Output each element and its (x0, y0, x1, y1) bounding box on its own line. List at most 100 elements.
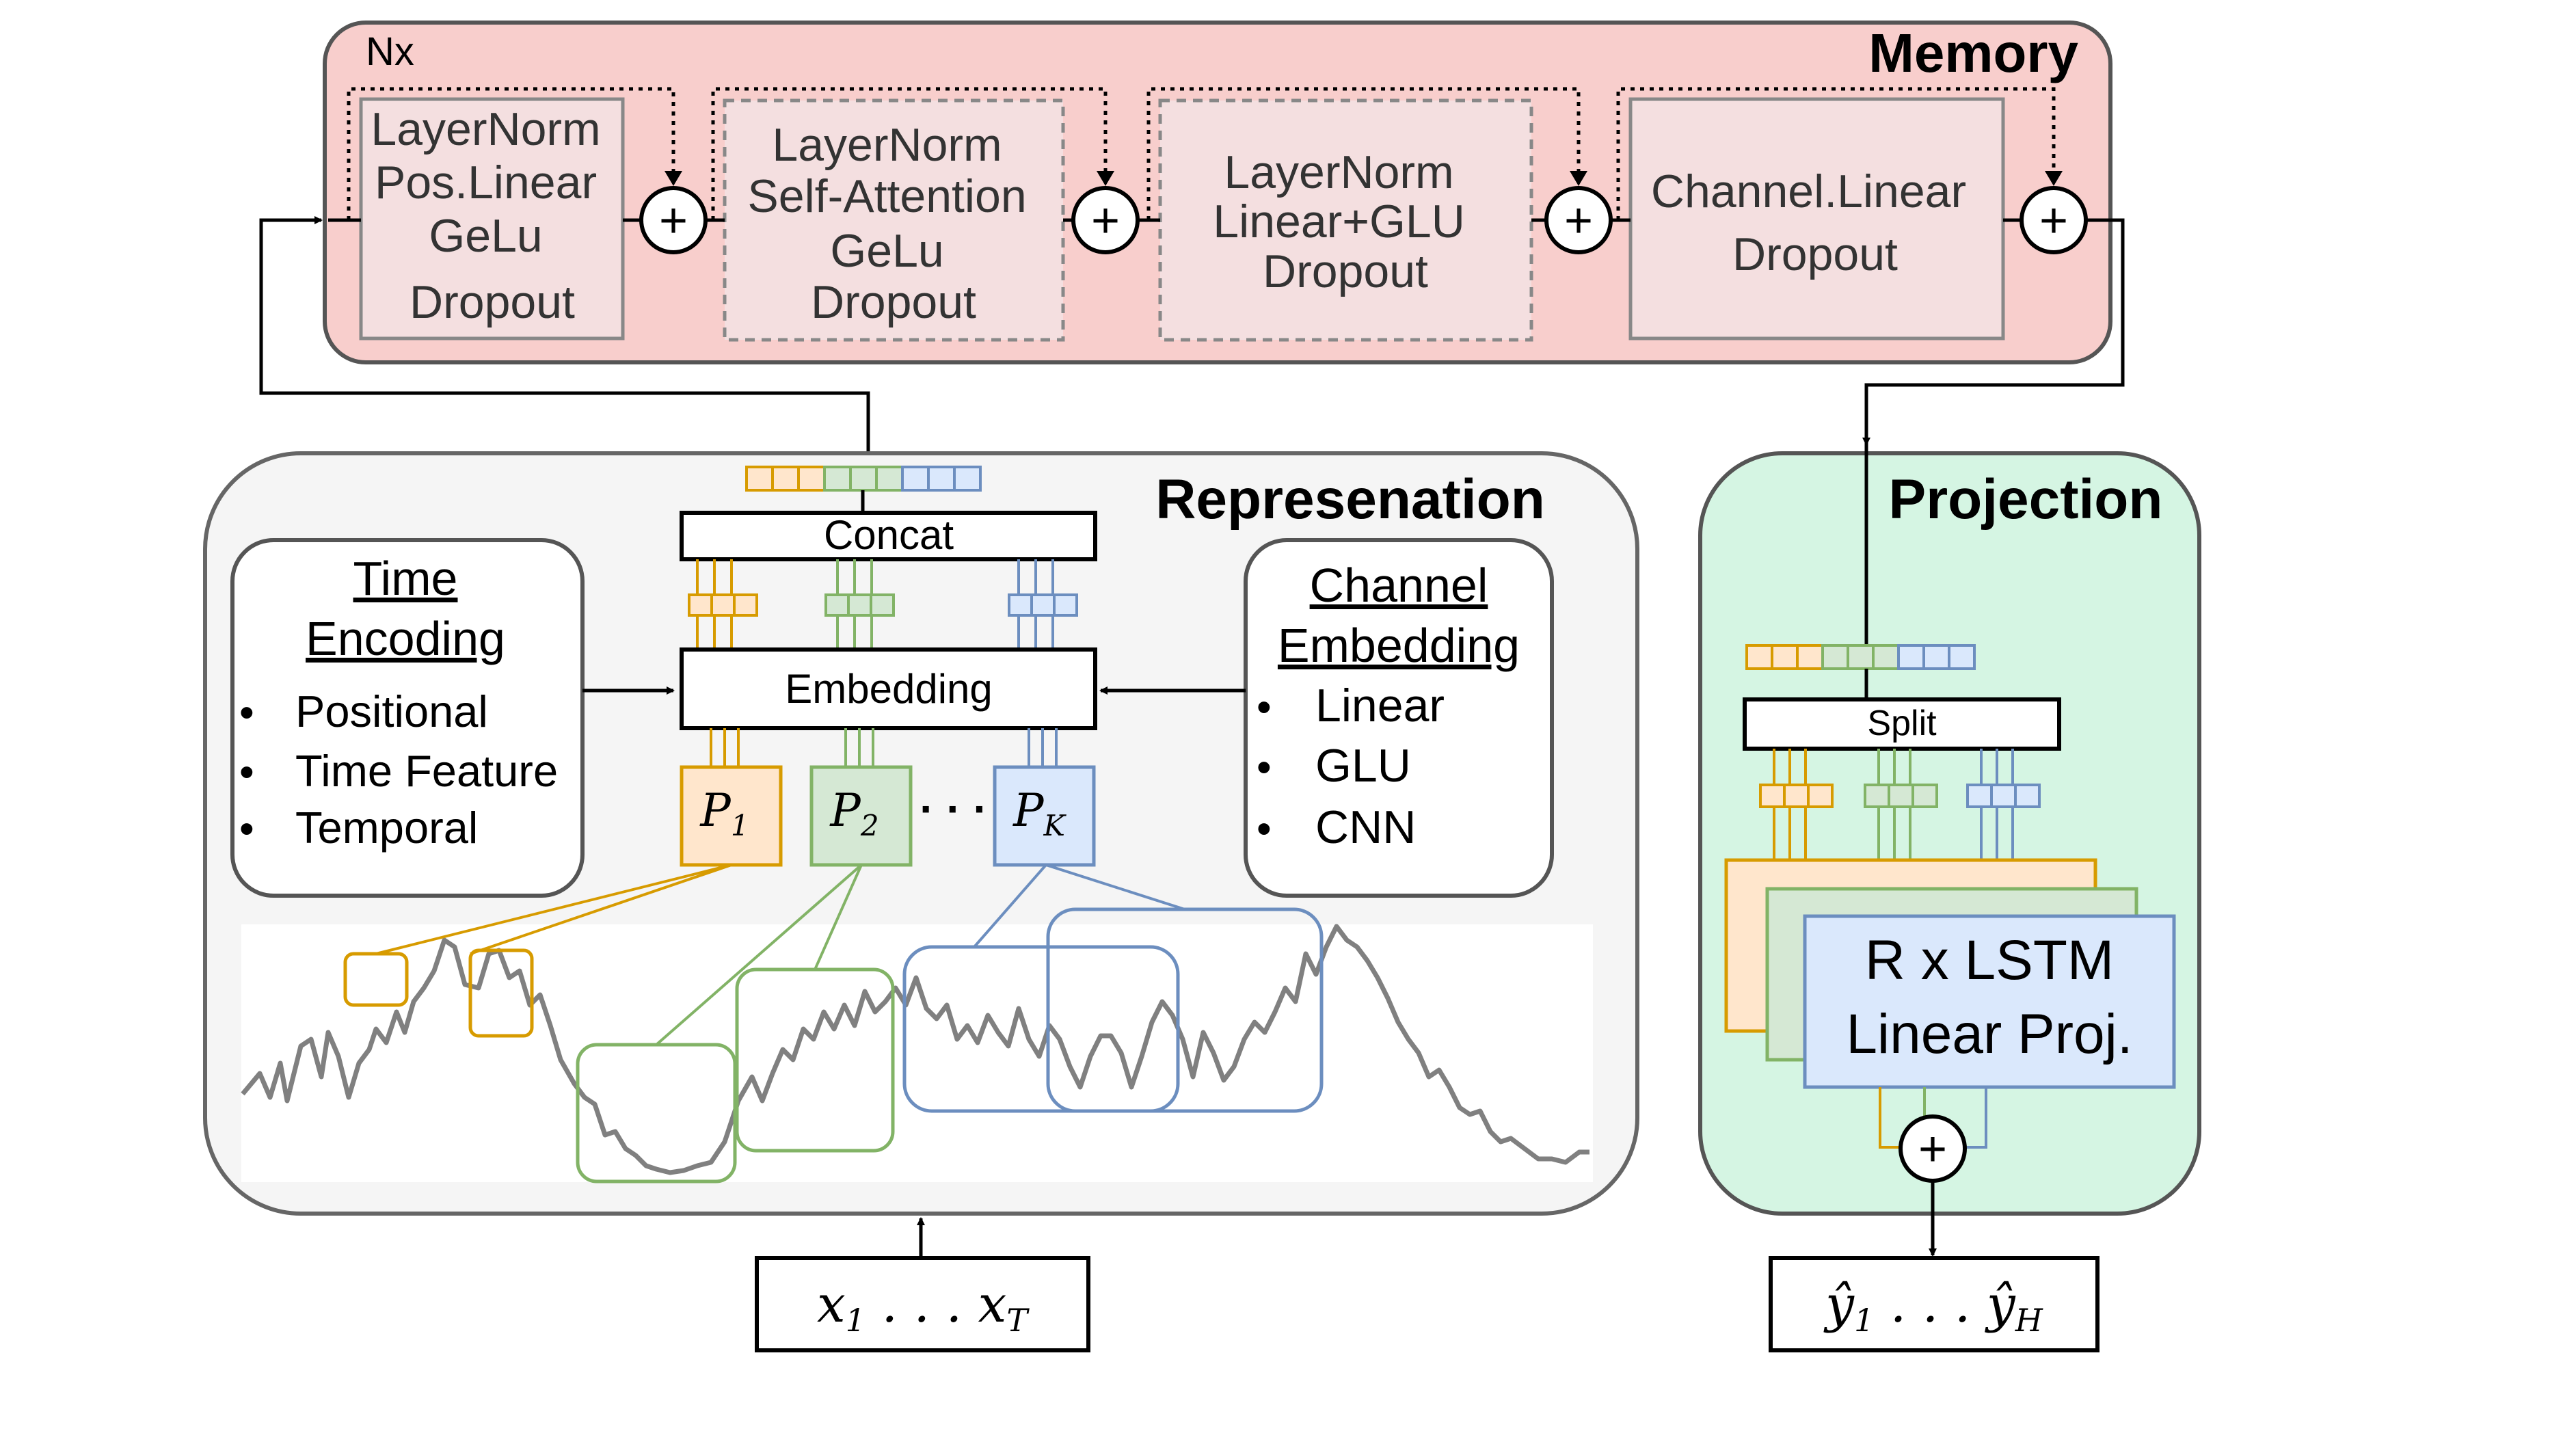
concat-token-strip (745, 466, 982, 492)
output-y: ŷ (1985, 1275, 2016, 1334)
patch-box-2: P2 (809, 765, 913, 867)
memory-block-2-line-4: Dropout (811, 276, 976, 328)
memory-block-3-line-1: LayerNorm (1224, 146, 1453, 198)
input-x: x (817, 1275, 846, 1334)
time-encoding-title-1: Time (353, 552, 458, 605)
projection-add-symbol: + (1918, 1122, 1947, 1177)
memory-block-4-line-2: Dropout (1732, 228, 1898, 280)
bullet: • (1257, 744, 1272, 791)
patch-box-k: PK (993, 765, 1096, 867)
input-dots: . . . (866, 1275, 978, 1334)
time-encoding-item-2: Time Feature (295, 746, 558, 796)
memory-add-symbol-3: + (1564, 193, 1593, 248)
projection-add-node: + (1899, 1114, 1967, 1183)
memory-module: Memory Nx LayerNorm Pos.Linear GeLu Drop… (323, 21, 2112, 364)
patch-label-1: P (699, 784, 732, 837)
lstm-label-line-2: Linear Proj. (1846, 1003, 2132, 1065)
memory-add-node-1: + (639, 186, 708, 254)
output-sub-1: 1 (1854, 1302, 1874, 1339)
channel-embedding-title-2: Embedding (1278, 619, 1520, 672)
time-series-line (241, 924, 1589, 1175)
bullet: • (239, 805, 254, 853)
input-x: x (978, 1275, 1007, 1334)
bullet: • (239, 689, 254, 736)
memory-block-4-line-1: Channel.Linear (1651, 165, 1966, 217)
memory-block-4: Channel.Linear Dropout (1628, 97, 2005, 340)
bullet: • (1257, 684, 1272, 731)
memory-block-3-line-3: Dropout (1263, 245, 1428, 297)
output-sub-h: H (2015, 1302, 2043, 1339)
memory-block-3: LayerNorm Linear+GLU Dropout (1158, 98, 1533, 342)
channel-embedding-item-1: Linear (1315, 680, 1445, 732)
orange-patch-window-2 (468, 948, 534, 1038)
lstm-card-blue: R x LSTM Linear Proj. (1803, 914, 2176, 1089)
per-patch-token-groups (688, 593, 1078, 617)
memory-block-1-line-4: Dropout (410, 276, 575, 328)
memory-add-node-3: + (1544, 186, 1613, 254)
svg-text:x1 . . . xT: x1 . . . xT (817, 1275, 1030, 1339)
patch-ellipsis: · · · (920, 784, 988, 833)
input-sub-1: 1 (846, 1302, 866, 1339)
lstm-label-line-1: R x LSTM (1865, 929, 2114, 991)
svg-text:LayerNorm Pos.Linear: LayerNorm Pos.Linear GeLu Dropout (371, 103, 613, 328)
split-box: Split (1743, 697, 2061, 751)
time-encoding-title-2: Encoding (306, 612, 505, 665)
svg-text:Channel.Linear Dropout: Channel.Linear Dropout (1651, 165, 1979, 280)
svg-text:PK: PK (1012, 784, 1066, 842)
time-encoding-item-1: Positional (295, 686, 488, 736)
channel-embedding-box: Channel Embedding • Linear • GLU • CNN (1244, 538, 1554, 898)
memory-add-symbol-2: + (1091, 193, 1120, 248)
bullet: • (239, 749, 254, 796)
projection-module: Projection Split (1698, 444, 2201, 1216)
memory-add-symbol-1: + (659, 193, 688, 248)
embedding-box: Embedding (680, 647, 1097, 730)
input-box: x1 . . . xT (755, 1256, 1090, 1352)
output-y: ŷ (1823, 1275, 1855, 1334)
patch-sub-1: 1 (731, 809, 749, 842)
patch-box-1: P1 (680, 765, 783, 867)
memory-add-node-2: + (1071, 186, 1140, 254)
split-label: Split (1867, 704, 1937, 743)
representation-module: Represenation Time Encoding • (203, 451, 1639, 1216)
time-encoding-item-3: Temporal (295, 803, 478, 853)
concat-label: Concat (824, 512, 954, 558)
projection-token-groups (1759, 784, 2041, 808)
svg-text:LayerNorm Self-Attenti: LayerNorm Self-Attention GeLu Dropout (747, 119, 1039, 328)
patch-sub-k: K (1043, 809, 1067, 842)
blue-patch-window-1 (902, 945, 1180, 1113)
memory-add-symbol-4: + (2039, 193, 2068, 248)
repeat-label: Nx (366, 29, 414, 74)
representation-title: Represenation (1155, 468, 1545, 531)
patch-label-2: P (829, 784, 861, 837)
time-series-panel (241, 924, 1593, 1182)
bullet: • (1257, 805, 1272, 853)
memory-block-2: LayerNorm Self-Attention GeLu Dropout (723, 98, 1065, 342)
patch-sub-2: 2 (860, 809, 879, 842)
input-sub-t: T (1006, 1302, 1030, 1339)
embedding-label: Embedding (785, 666, 993, 712)
svg-text:P2: P2 (829, 784, 878, 842)
memory-block-1-line-3: GeLu (429, 210, 542, 262)
projection-title: Projection (1889, 468, 2163, 531)
output-dots: . . . (1874, 1275, 1987, 1334)
concat-box: Concat (680, 511, 1097, 561)
output-box: ŷ1 . . . ŷH (1769, 1256, 2099, 1352)
memory-block-3-line-2: Linear+GLU (1213, 196, 1465, 248)
channel-embedding-item-2: GLU (1315, 740, 1411, 792)
svg-text:ŷ1 . . . ŷH: ŷ1 . . . ŷH (1823, 1275, 2043, 1339)
memory-block-2-line-1: LayerNorm (772, 119, 1002, 171)
memory-block-1-line-1: LayerNorm (371, 103, 600, 155)
memory-add-node-4: + (2020, 186, 2088, 254)
svg-text:LayerNorm Linear+GLU: LayerNorm Linear+GLU Dropout (1213, 146, 1477, 297)
memory-block-2-line-3: GeLu (830, 225, 943, 277)
svg-text:P1: P1 (699, 784, 749, 842)
connector-lines (259, 216, 2125, 472)
channel-embedding-item-3: CNN (1315, 801, 1416, 853)
time-encoding-box: Time Encoding • Positional • Time Featur… (230, 538, 585, 898)
patch-label-k: P (1012, 784, 1045, 837)
memory-block-1: LayerNorm Pos.Linear GeLu Dropout (359, 97, 625, 340)
memory-title: Memory (1868, 23, 2078, 83)
channel-embedding-title-1: Channel (1310, 559, 1488, 612)
memory-block-2-line-2: Self-Attention (747, 170, 1026, 222)
